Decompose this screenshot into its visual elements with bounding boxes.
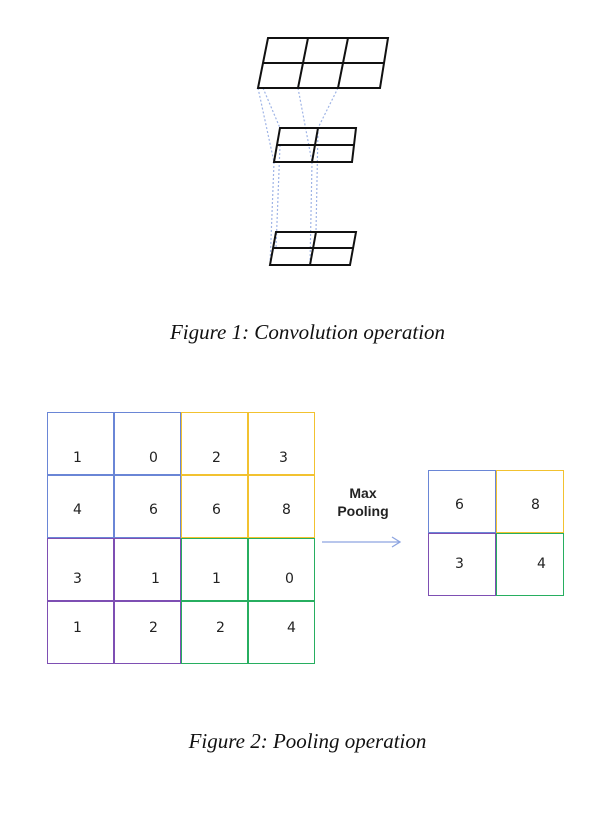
input-cell-value: 2: [216, 620, 225, 636]
input-cell-value: 4: [287, 620, 296, 636]
input-cell: 1: [114, 538, 181, 601]
grid-outline: [268, 231, 358, 266]
max-pooling-label-line1: Max: [349, 485, 377, 501]
input-cell-value: 8: [282, 502, 291, 518]
input-cell: 2: [114, 601, 181, 664]
input-feature-grid: [256, 37, 390, 89]
input-cell: 6: [181, 475, 248, 538]
connector-line: [317, 87, 339, 129]
output-cell: 3: [428, 533, 496, 596]
connector-lines: [257, 87, 339, 266]
output-cell: 4: [496, 533, 564, 596]
input-cell: 1: [181, 538, 248, 601]
input-cell: 1: [47, 601, 114, 664]
figure-2-caption: Figure 2: Pooling operation: [188, 729, 427, 753]
grid-line: [309, 231, 317, 266]
input-cell-value: 4: [73, 502, 82, 518]
connector-line: [297, 87, 313, 163]
input-cell: 6: [114, 475, 181, 538]
feature-map-grid: [272, 127, 358, 163]
grid-line: [311, 127, 319, 163]
convolution-diagram: [256, 37, 390, 266]
max-pooling-label: Max Pooling: [318, 484, 408, 520]
input-cell-value: 3: [73, 571, 82, 587]
input-cell-value: 6: [212, 502, 221, 518]
figure-1-caption: Figure 1: Convolution operation: [169, 320, 446, 344]
input-cell: 3: [47, 538, 114, 601]
output-cell-value: 4: [537, 556, 546, 572]
input-cell: 4: [47, 475, 114, 538]
input-cell: 2: [181, 412, 248, 475]
input-cell: 0: [248, 538, 315, 601]
output-cell-value: 8: [531, 497, 540, 513]
connector-line: [315, 127, 319, 233]
arrow-head: [391, 536, 402, 548]
input-cell-value: 1: [151, 571, 160, 587]
pooling-input-grid: 1 0 2 3 4 6 6 8 3 1 1 0 1 2 2 4: [47, 412, 315, 664]
input-cell-value: 0: [149, 450, 158, 466]
output-cell: 6: [428, 470, 496, 533]
input-cell: 0: [114, 412, 181, 475]
input-cell-value: 3: [279, 450, 288, 466]
pooling-output-grid: 6 8 3 4: [428, 470, 564, 597]
max-pooling-label-line2: Pooling: [337, 503, 389, 519]
input-cell: 8: [248, 475, 315, 538]
input-cell-value: 1: [73, 450, 82, 466]
grid-outline: [272, 127, 358, 163]
output-cell-value: 3: [455, 556, 464, 572]
input-cell: 3: [248, 412, 315, 475]
connector-line: [269, 161, 275, 266]
output-cell: 8: [496, 470, 564, 533]
input-cell-value: 1: [212, 571, 221, 587]
input-cell: 4: [248, 601, 315, 664]
output-cell-value: 6: [455, 497, 464, 513]
input-cell: 2: [181, 601, 248, 664]
input-cell: 1: [47, 412, 114, 475]
pooling-arrow: [322, 536, 402, 548]
input-cell-value: 2: [212, 450, 221, 466]
connector-line: [309, 161, 313, 266]
connector-line: [262, 87, 281, 129]
input-cell-value: 0: [285, 571, 294, 587]
input-cell-value: 6: [149, 502, 158, 518]
input-cell-value: 2: [149, 620, 158, 636]
input-cell-value: 1: [73, 620, 82, 636]
grid-line: [337, 37, 349, 89]
grid-line: [297, 37, 309, 89]
output-feature-grid: [268, 231, 358, 266]
connector-line: [257, 87, 275, 163]
